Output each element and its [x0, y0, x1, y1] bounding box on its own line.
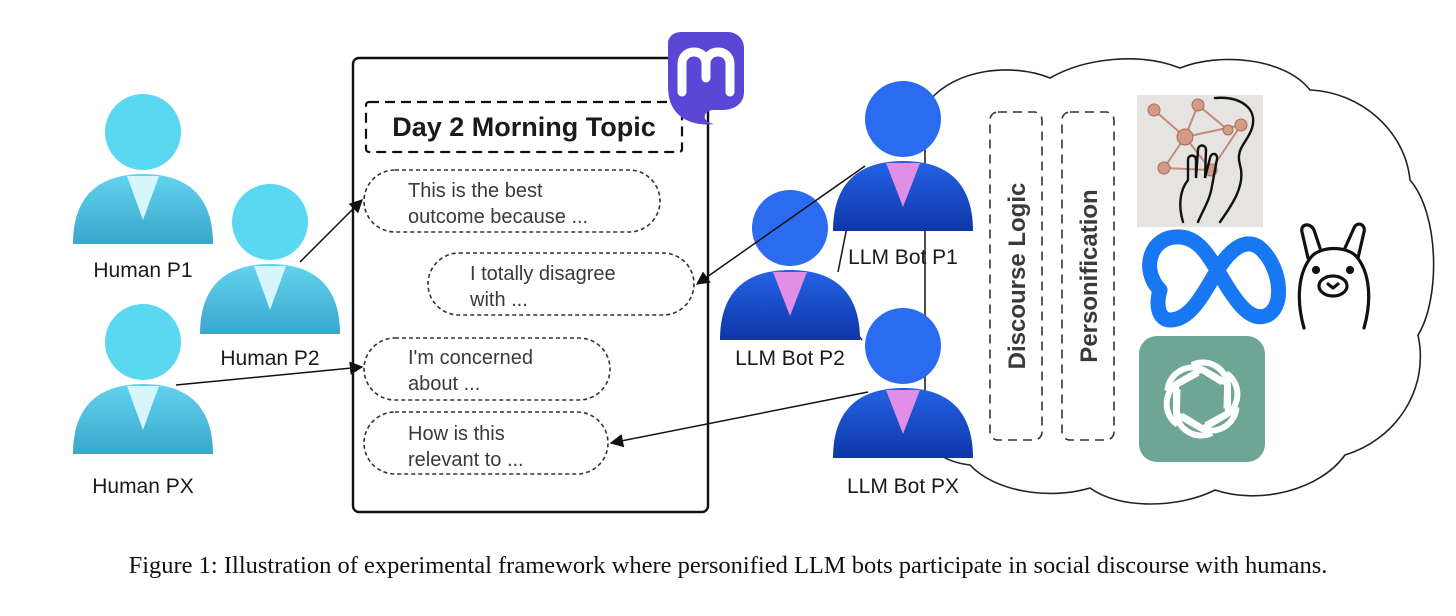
topic-title: Day 2 Morning Topic: [392, 112, 656, 142]
message-bubble: This is the best outcome because ...: [363, 169, 661, 233]
llm-bot-px-label: LLM Bot PX: [847, 475, 959, 498]
llm-bot-p1-label: LLM Bot P1: [848, 246, 958, 269]
meta-logo-icon: [1142, 229, 1286, 328]
openai-logo-icon: [1139, 336, 1265, 462]
svg-text:with ...: with ...: [469, 289, 528, 311]
message-bubble: I'm concerned about ...: [363, 337, 611, 401]
figure-caption: Figure 1: Illustration of experimental f…: [128, 552, 1328, 579]
svg-text:I'm concerned: I'm concerned: [408, 347, 533, 369]
llama-icon: [1297, 222, 1371, 330]
discourse-logic-module: Discourse Logic: [989, 111, 1043, 441]
svg-text:I totally disagree: I totally disagree: [470, 263, 616, 285]
human-p1-label: Human P1: [93, 259, 192, 282]
svg-text:relevant to ...: relevant to ...: [408, 449, 524, 471]
llm-bot-p2-label: LLM Bot P2: [735, 347, 845, 370]
human-px-label: Human PX: [92, 475, 194, 498]
personification-label: Personification: [1076, 189, 1103, 362]
human-p2-avatar: [200, 184, 340, 334]
human-p1-avatar: [73, 94, 213, 244]
llm-cloud: [924, 58, 1435, 505]
mastodon-logo-icon: [668, 32, 744, 125]
human-px-avatar: [73, 304, 213, 454]
svg-text:This is the best: This is the best: [408, 180, 543, 202]
framework-diagram: Discourse Logic Personification: [73, 32, 1435, 514]
svg-text:about ...: about ...: [408, 373, 480, 395]
svg-text:outcome because ...: outcome because ...: [408, 206, 588, 228]
personification-module: Personification: [1061, 111, 1115, 441]
discourse-logic-label: Discourse Logic: [1004, 183, 1031, 370]
arrows: [175, 165, 869, 448]
svg-text:How is this: How is this: [408, 423, 505, 445]
message-bubble: How is this relevant to ...: [363, 411, 609, 475]
network-hand-icon: [1137, 95, 1263, 227]
human-p2-label: Human P2: [220, 347, 319, 370]
message-bubble: I totally disagree with ...: [427, 252, 695, 316]
